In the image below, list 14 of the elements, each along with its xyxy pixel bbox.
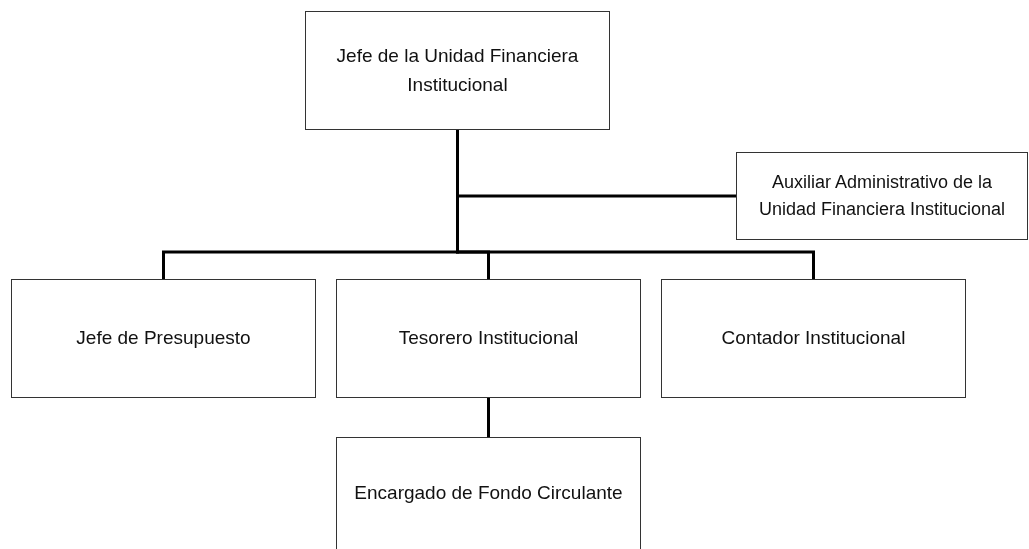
role-title: Jefe de la Unidad Financiera Institucional (335, 44, 580, 97)
role-title: Contador Institucional (721, 326, 906, 351)
org-box (336, 437, 641, 549)
role-title: Jefe de Presupuesto (76, 326, 251, 351)
org-box (336, 279, 641, 398)
connector-line (487, 398, 490, 437)
org-box (11, 279, 316, 398)
org-box (736, 152, 1028, 240)
role-title: Encargado de Fondo Circulante (354, 481, 623, 506)
connector-line (456, 130, 815, 279)
role-title: Tesorero Institucional (398, 326, 579, 351)
org-box (305, 11, 610, 130)
role-title: Auxiliar Administrativo de la Unidad Financiera Institucional (757, 171, 1007, 221)
org-box (661, 279, 966, 398)
